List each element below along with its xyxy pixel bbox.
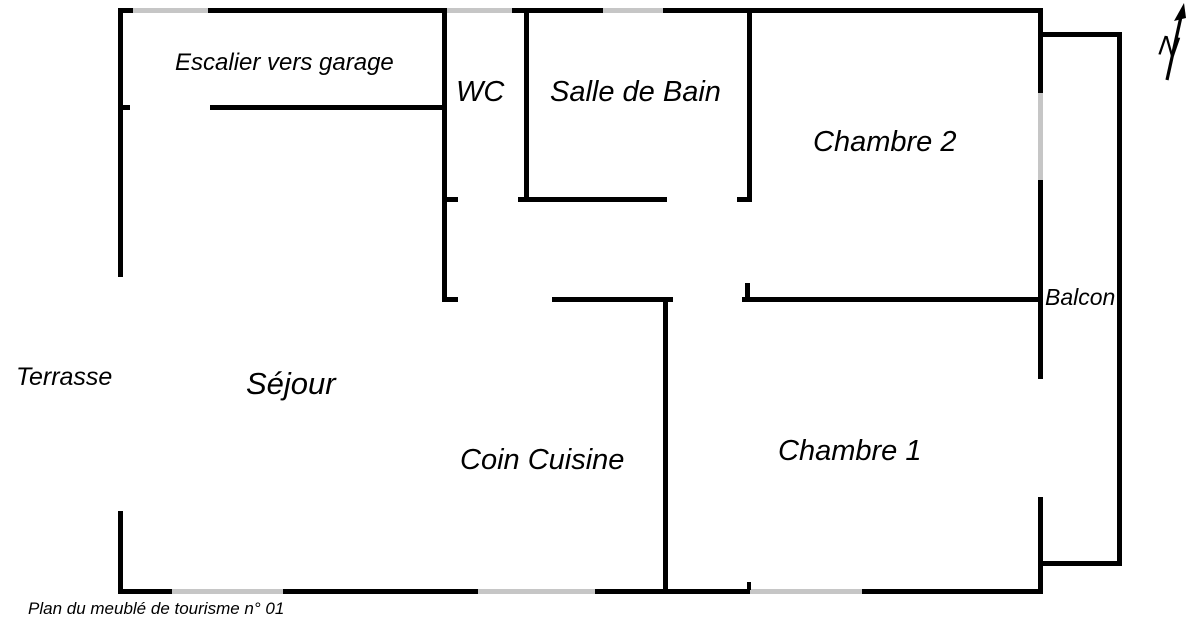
plan-caption: Plan du meublé de tourisme n° 01	[28, 599, 285, 618]
wall-chambre-2-left	[747, 8, 752, 202]
wall-right-middle	[1038, 180, 1043, 379]
wall-right-lower	[1038, 497, 1043, 594]
wall-wc-bathroom-divider	[524, 8, 529, 202]
wall-cuisine-top	[552, 297, 673, 302]
wall-wc-left	[442, 8, 447, 302]
wall-bottom-segment-2	[283, 589, 478, 594]
room-label-chambre-2: Chambre 2	[813, 126, 957, 158]
wall-balcony-right	[1117, 32, 1122, 566]
wall-right-upper	[1038, 8, 1043, 93]
room-label-wc: WC	[456, 76, 505, 108]
wall-stairs-bottom	[210, 105, 447, 110]
wall-stairs-stub	[118, 105, 130, 110]
wall-bottom-segment-3	[595, 589, 750, 594]
wall-bottom-segment-1	[118, 589, 172, 594]
window-bottom-chambre-1	[750, 589, 862, 594]
wall-bathroom-bottom	[518, 197, 667, 202]
room-label-sejour: Séjour	[246, 366, 336, 401]
room-label-balcon: Balcon	[1045, 284, 1116, 310]
window-bottom-sejour	[172, 589, 283, 594]
wall-chambre-2-door-stub	[745, 283, 750, 299]
north-arrow-head	[1174, 3, 1186, 21]
wall-bottom-window-stub	[747, 582, 751, 590]
wall-balcony-bottom	[1043, 561, 1117, 566]
room-label-chambre-1: Chambre 1	[778, 435, 922, 467]
window-top-wc	[447, 8, 512, 13]
window-right-chambre-2	[1038, 93, 1043, 180]
room-label-coin-cuisine: Coin Cuisine	[460, 444, 625, 476]
wall-chambre-1-top	[742, 297, 1043, 302]
wall-cuisine-divider	[663, 299, 668, 594]
wall-top-segment-4	[663, 8, 1043, 13]
wall-bottom-segment-4	[862, 589, 1043, 594]
north-arrow-icon: N	[1157, 3, 1186, 81]
room-label-terrasse: Terrasse	[16, 363, 113, 391]
window-top-bathroom	[603, 8, 663, 13]
north-label: N	[1157, 29, 1182, 63]
wall-top-segment-2	[208, 8, 447, 13]
window-bottom-cuisine	[478, 589, 595, 594]
wall-top-segment-3	[512, 8, 603, 13]
room-label-escalier-vers-garage: Escalier vers garage	[175, 49, 394, 76]
wall-left-lower	[118, 511, 123, 594]
wall-left-upper	[118, 8, 123, 277]
wall-bathroom-door-stub	[737, 197, 752, 202]
window-top-stairs	[133, 8, 208, 13]
room-label-salle-de-bain: Salle de Bain	[550, 76, 721, 108]
north-arrow-shaft	[1165, 11, 1184, 81]
wall-top-segment-1	[118, 8, 133, 13]
wall-balcony-top	[1043, 32, 1122, 37]
wall-wc-door-stub-upper	[447, 197, 458, 202]
wall-wc-door-stub-lower	[447, 297, 458, 302]
